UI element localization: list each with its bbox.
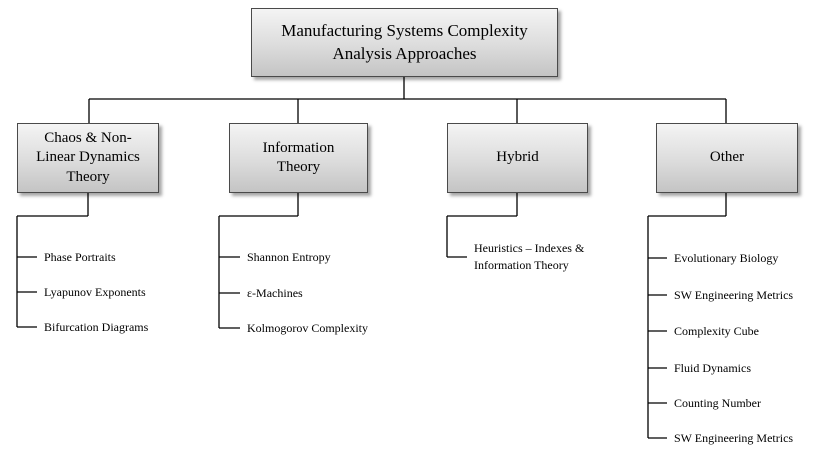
- leaf-item: ε-Machines: [247, 286, 303, 300]
- leaf-item: SW Engineering Metrics: [674, 288, 794, 302]
- leaf-item: Heuristics – Indexes & Information Theor…: [474, 241, 585, 272]
- category-chaos-nonlinear-dynamics: Chaos & Non- Linear Dynamics Theory: [17, 123, 159, 193]
- root-node: Manufacturing Systems Complexity Analysi…: [251, 8, 558, 77]
- leaf-item: Complexity Cube: [674, 324, 759, 338]
- category-label: Hybrid: [496, 149, 539, 166]
- leaf-item: Phase Portraits: [44, 250, 116, 264]
- category-other: Other: [656, 123, 798, 193]
- leaf-item: Counting Number: [674, 396, 761, 410]
- category-label: Other: [709, 149, 745, 166]
- leaf-item: Shannon Entropy: [247, 250, 331, 264]
- leaf-item: Kolmogorov Complexity: [247, 321, 368, 335]
- category-label: Information Theory: [262, 139, 335, 176]
- leaf-item: Fluid Dynamics: [674, 361, 751, 375]
- leaf-item: Bifurcation Diagrams: [44, 320, 149, 334]
- leaf-item: Lyapunov Exponents: [44, 285, 146, 299]
- category-hybrid: Hybrid: [447, 123, 588, 193]
- root-node-label: Manufacturing Systems Complexity Analysi…: [281, 21, 528, 63]
- category-label: Chaos & Non- Linear Dynamics Theory: [36, 129, 140, 185]
- leaf-item: SW Engineering Metrics: [674, 431, 794, 445]
- category-information-theory: Information Theory: [229, 123, 368, 193]
- leaf-item: Evolutionary Biology: [674, 251, 779, 265]
